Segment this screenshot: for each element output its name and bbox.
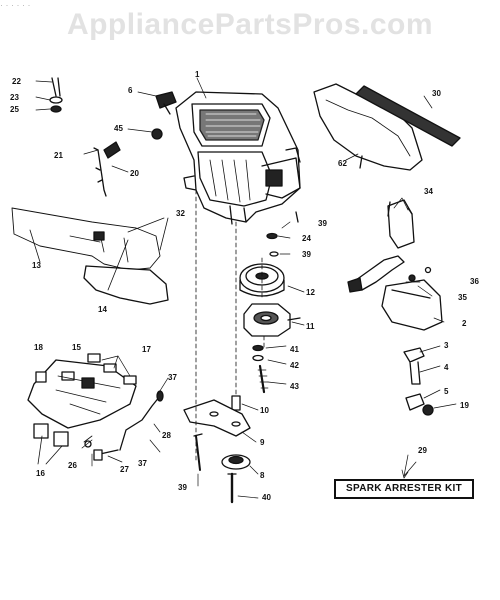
clipped-header-text: · · · · · · bbox=[0, 0, 31, 6]
callout-45: 45 bbox=[114, 124, 123, 133]
callout-28: 28 bbox=[162, 431, 171, 440]
washer-24 bbox=[266, 232, 279, 257]
callout-9: 9 bbox=[260, 438, 265, 447]
bolt-39-lower bbox=[193, 433, 203, 471]
callout-13: 13 bbox=[32, 261, 41, 270]
callout-14: 14 bbox=[98, 305, 107, 314]
callout-37-b: 37 bbox=[138, 459, 147, 468]
callout-10: 10 bbox=[260, 406, 269, 415]
pulley-8 bbox=[221, 454, 251, 470]
base-assembly-15 bbox=[27, 359, 137, 429]
callout-25: 25 bbox=[10, 105, 19, 114]
spark-arrester-kit-label: SPARK ARRESTER KIT bbox=[334, 479, 474, 499]
callout-1: 1 bbox=[195, 70, 200, 79]
throttle-cable bbox=[83, 141, 121, 197]
callout-19: 19 bbox=[460, 401, 469, 410]
callout-39: 39 bbox=[318, 219, 327, 228]
spacer-10 bbox=[231, 395, 241, 411]
callout-27: 27 bbox=[120, 465, 129, 474]
leader-lines bbox=[91, 77, 457, 499]
blocks-16 bbox=[33, 423, 69, 465]
callout-23: 23 bbox=[10, 93, 19, 102]
block-18 bbox=[35, 371, 47, 383]
callout-43: 43 bbox=[290, 382, 299, 391]
callout-35: 35 bbox=[458, 293, 467, 302]
engine-assembly bbox=[175, 91, 301, 225]
callout-42: 42 bbox=[290, 361, 299, 370]
bolt-40 bbox=[227, 472, 237, 504]
callout-40: 40 bbox=[262, 493, 271, 502]
fuel-line-28 bbox=[93, 390, 164, 461]
callout-21: 21 bbox=[54, 151, 63, 160]
callout-20: 20 bbox=[130, 169, 139, 178]
callout-11: 11 bbox=[306, 322, 315, 331]
callout-5: 5 bbox=[444, 387, 449, 396]
callout-34: 34 bbox=[424, 187, 433, 196]
callout-8: 8 bbox=[260, 471, 265, 480]
callout-numbers: 1 6 22 23 25 45 21 20 30 62 34 39 24 39 … bbox=[10, 70, 479, 502]
callout-26: 26 bbox=[68, 461, 77, 470]
callout-39-b: 39 bbox=[302, 250, 311, 259]
callout-6: 6 bbox=[128, 86, 133, 95]
callout-36: 36 bbox=[470, 277, 479, 286]
callout-39-c: 39 bbox=[178, 483, 187, 492]
watermark: AppliancePartsPros.com bbox=[66, 8, 434, 41]
spark-arrester-parts bbox=[403, 347, 434, 416]
callout-15: 15 bbox=[72, 343, 81, 352]
callout-22: 22 bbox=[12, 77, 21, 86]
callout-29: 29 bbox=[418, 446, 427, 455]
callout-18: 18 bbox=[34, 343, 43, 352]
callout-16: 16 bbox=[36, 469, 45, 478]
callout-12: 12 bbox=[306, 288, 315, 297]
alignment-lines bbox=[195, 189, 265, 461]
callout-3: 3 bbox=[444, 341, 449, 350]
exhaust-pipes bbox=[347, 255, 405, 293]
nut-45 bbox=[127, 128, 163, 140]
callout-17: 17 bbox=[142, 345, 151, 354]
bracket-9 bbox=[183, 399, 251, 437]
callout-62: 62 bbox=[338, 159, 347, 168]
bracket-34 bbox=[387, 199, 415, 249]
clamp-26 bbox=[81, 435, 93, 449]
trim-strip bbox=[355, 85, 461, 147]
callout-30: 30 bbox=[432, 89, 441, 98]
bolt-43 bbox=[257, 364, 269, 394]
muffler-2 bbox=[381, 279, 443, 331]
bolt-6 bbox=[137, 91, 177, 115]
callout-24: 24 bbox=[302, 234, 311, 243]
callout-37: 37 bbox=[168, 373, 177, 382]
callout-4: 4 bbox=[444, 363, 449, 372]
callout-32: 32 bbox=[176, 209, 185, 218]
callout-2: 2 bbox=[462, 319, 467, 328]
belt-guard-13-14 bbox=[11, 207, 169, 305]
clutch-11 bbox=[243, 303, 301, 337]
fastener-stack-22-25 bbox=[35, 77, 63, 113]
callout-41: 41 bbox=[290, 345, 299, 354]
washers-41-42 bbox=[252, 344, 264, 362]
